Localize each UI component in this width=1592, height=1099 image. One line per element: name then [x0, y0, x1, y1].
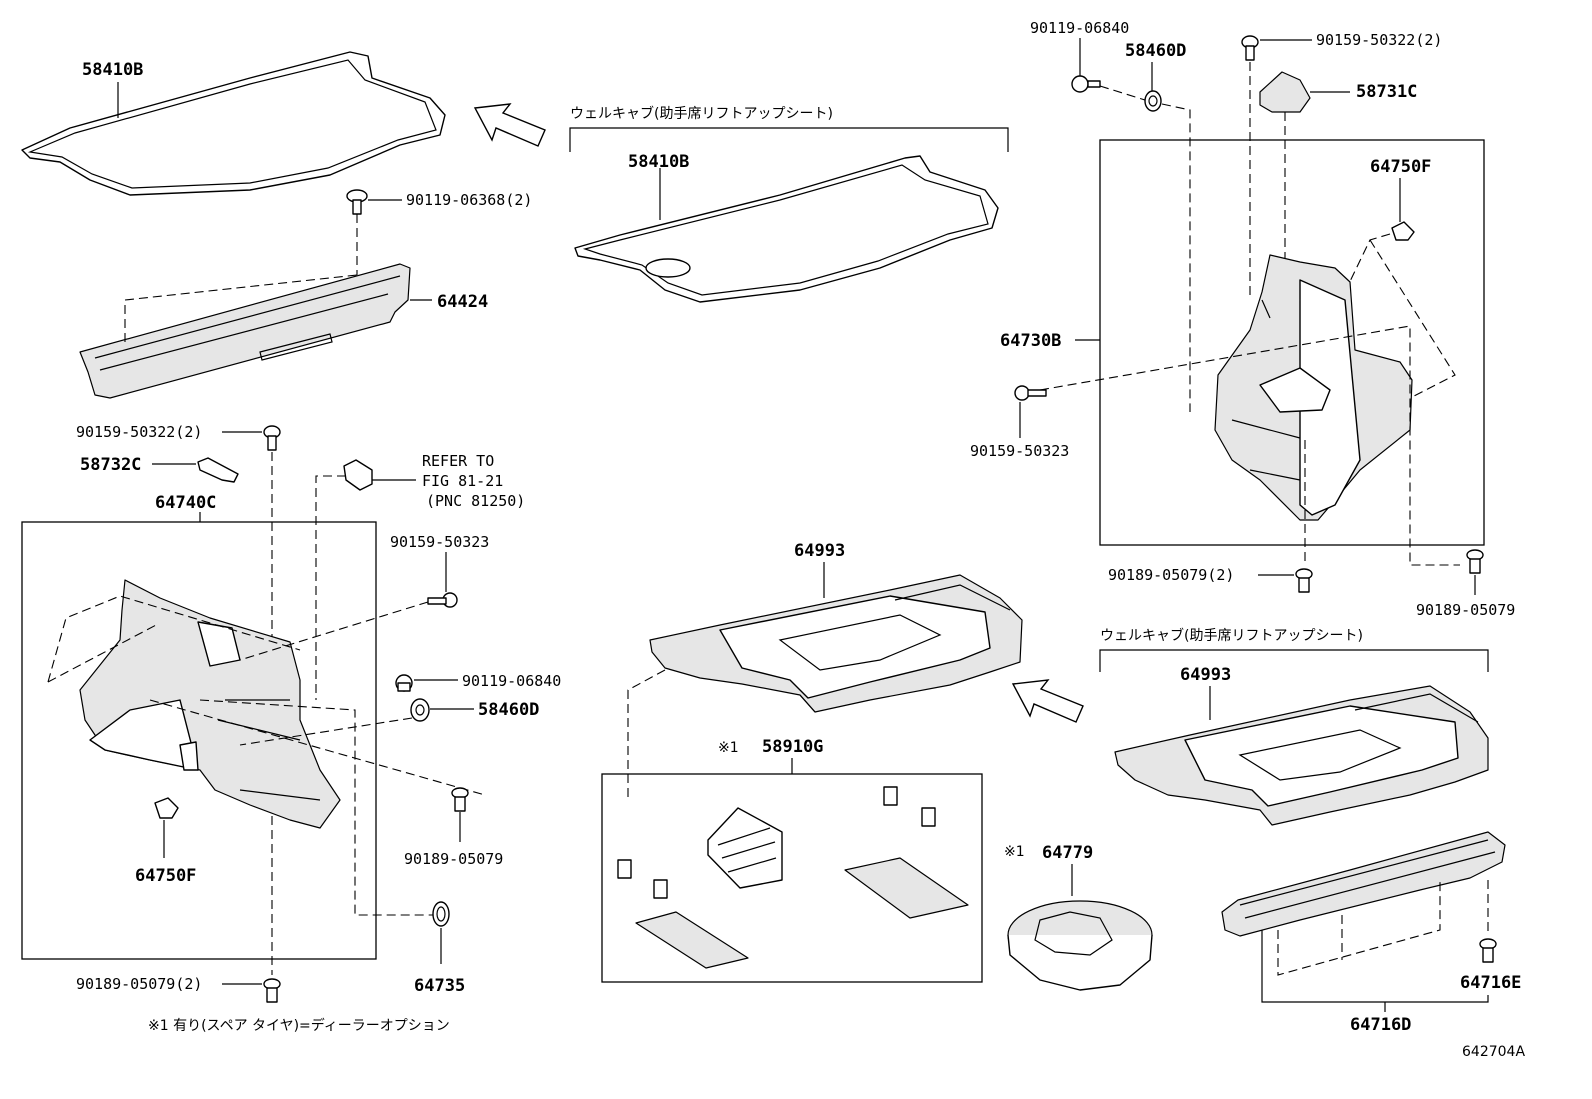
screw-90119-06840-left[interactable]: [395, 674, 413, 692]
label-90119-06840-left: 90119-06840: [462, 672, 561, 690]
refer-line1[interactable]: REFER TO: [422, 452, 494, 470]
label-58732c: 58732C: [80, 455, 141, 475]
label-90159-50323-left: 90159-50323: [390, 533, 489, 551]
label-64779: 64779: [1042, 843, 1093, 863]
label-90189-05079-2-left: 90189-05079(2): [76, 975, 202, 993]
arrow-up-left-icon: [473, 103, 546, 147]
clip-64735[interactable]: [432, 901, 450, 927]
clip-90189-05079-2-left[interactable]: [263, 978, 281, 1003]
tonneau-board-left[interactable]: [21, 51, 446, 196]
label-58410b-mid: 58410B: [628, 152, 689, 172]
deck-tray-64993-mid[interactable]: [649, 574, 1023, 713]
clip-58460d-left[interactable]: [410, 698, 430, 722]
tire-spacer-64779[interactable]: [1007, 900, 1153, 991]
mark-58910g: ※1: [718, 740, 739, 756]
label-64740c: 64740C: [155, 493, 216, 513]
label-64993-right: 64993: [1180, 665, 1231, 685]
label-64750f-left: 64750F: [135, 866, 196, 886]
label-90159-50322-left: 90159-50322(2): [76, 423, 202, 441]
label-64993-mid: 64993: [794, 541, 845, 561]
label-64750f-right: 64750F: [1370, 157, 1431, 177]
label-90189-05079-right: 90189-05079: [1416, 601, 1515, 619]
mark-64779: ※1: [1004, 844, 1025, 860]
trim-strip-64424[interactable]: [79, 263, 411, 399]
deck-tray-64993-wellcab[interactable]: [1114, 685, 1489, 826]
label-58731c: 58731C: [1356, 82, 1417, 102]
clip-90189-05079-2-right[interactable]: [1295, 568, 1313, 593]
wellcab-label-top: ウェルキャブ(助手席リフトアップシート): [570, 105, 833, 122]
socket-refer-81250[interactable]: [343, 459, 373, 491]
label-64716e: 64716E: [1460, 973, 1521, 993]
clip-90189-05079-left[interactable]: [451, 787, 469, 812]
clip-64716e[interactable]: [1479, 938, 1497, 963]
screw-90119-06840-top[interactable]: [1071, 75, 1101, 93]
label-58410b-left: 58410B: [82, 60, 143, 80]
label-90189-05079-left: 90189-05079: [404, 850, 503, 868]
label-90189-05079-2-right: 90189-05079(2): [1108, 566, 1234, 584]
clip-64750f-left[interactable]: [154, 797, 179, 819]
label-90159-50322-top: 90159-50322(2): [1316, 31, 1442, 49]
group-box-64740c: [21, 521, 377, 960]
screw-90159-50322-left[interactable]: [263, 425, 281, 451]
clip-64750f-right[interactable]: [1391, 221, 1415, 241]
label-58460d-top: 58460D: [1125, 41, 1186, 61]
label-58460d-left: 58460D: [478, 700, 539, 720]
footnote: ※1 有り(スペア タイヤ)=ディーラーオプション: [148, 1017, 450, 1034]
tonneau-board-wellcab[interactable]: [574, 155, 999, 303]
group-box-58910g: [601, 773, 983, 983]
refer-line2[interactable]: FIG 81-21: [422, 472, 503, 490]
group-box-64730b: [1099, 139, 1485, 546]
label-sheet-set-58910g[interactable]: [617, 786, 969, 969]
screw-90159-50322-top[interactable]: [1241, 35, 1259, 61]
label-90159-50323-right: 90159-50323: [970, 442, 1069, 460]
clip-58460d-top[interactable]: [1144, 90, 1162, 112]
sill-plate-64716d[interactable]: [1221, 831, 1506, 937]
screw-90159-50323-right[interactable]: [1014, 385, 1047, 401]
side-trim-64730b[interactable]: [1214, 254, 1413, 521]
clip-90189-05079-right[interactable]: [1466, 549, 1484, 574]
bolt-90119-06368[interactable]: [346, 189, 368, 215]
label-64735: 64735: [414, 976, 465, 996]
label-58910g: 58910G: [762, 737, 823, 757]
refer-line3[interactable]: (PNC 81250): [426, 492, 525, 510]
cover-58731c[interactable]: [1259, 71, 1311, 113]
label-64424: 64424: [437, 292, 488, 312]
wellcab-label-bottom: ウェルキャブ(助手席リフトアップシート): [1100, 627, 1363, 644]
arrow-up-left-icon-2: [1011, 679, 1084, 723]
label-64716d: 64716D: [1350, 1015, 1411, 1035]
side-trim-64740c[interactable]: [79, 579, 341, 829]
figure-id: 642704A: [1462, 1044, 1525, 1060]
label-90119-06368: 90119-06368(2): [406, 191, 532, 209]
label-90119-06840-top: 90119-06840: [1030, 19, 1129, 37]
cover-58732c[interactable]: [197, 457, 239, 483]
screw-90159-50323-left[interactable]: [427, 592, 458, 608]
label-64730b: 64730B: [1000, 331, 1061, 351]
